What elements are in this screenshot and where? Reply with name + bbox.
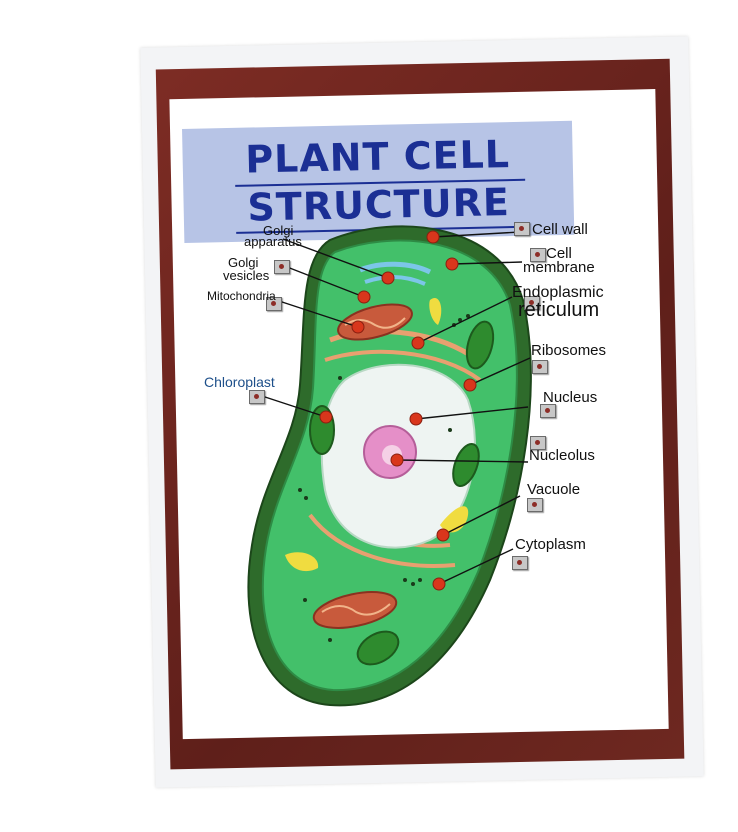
switch-nucleolus[interactable] — [530, 436, 546, 450]
pins — [319, 230, 477, 591]
label-cell-wall: Cell wall — [532, 221, 588, 238]
pin-golgi-vesicles — [357, 290, 371, 304]
label-golgi-vesicles-line2: vesicles — [223, 268, 270, 283]
label-cell-membrane-line1: Cell — [546, 245, 572, 262]
label-er-line2: reticulum — [518, 299, 600, 321]
label-golgi-vesicles-line1: Golgi — [228, 255, 259, 270]
ribosome-dots — [298, 314, 470, 642]
label-nucleus: Nucleus — [543, 389, 598, 406]
pointer-lines — [261, 231, 531, 585]
label-nucleolus: Nucleolus — [529, 447, 595, 464]
pin-mitochondria — [351, 320, 365, 334]
pin-golgi-apparatus — [381, 271, 395, 285]
pin-vacuole — [436, 528, 450, 542]
pin-chloroplast — [319, 410, 333, 424]
label-golgi-apparatus-line1: Golgi — [263, 223, 294, 238]
pin-cytoplasm — [432, 577, 446, 591]
switch-nucleus[interactable] — [540, 404, 556, 418]
switch-mitochondria[interactable] — [266, 297, 282, 311]
label-mitochondria: Mitochondria — [207, 289, 276, 303]
label-cell-membrane-line2: membrane — [523, 259, 595, 276]
pin-cell-membrane — [445, 257, 459, 271]
golgi-apparatus — [359, 261, 432, 275]
switch-cytoplasm[interactable] — [512, 556, 528, 570]
label-vacuole: Vacuole — [527, 481, 581, 498]
pin-ribosomes — [463, 378, 477, 392]
switch-cell-wall[interactable] — [514, 222, 530, 236]
pin-cell-wall — [426, 230, 440, 244]
switch-golgi-vesicles[interactable] — [274, 260, 290, 274]
switch-cell-membrane[interactable] — [530, 248, 546, 262]
switch-endoplasmic-reticulum[interactable] — [524, 296, 540, 310]
label-chloroplast: Chloroplast — [204, 374, 275, 390]
switch-vacuole[interactable] — [527, 498, 543, 512]
label-golgi-apparatus-line2: apparatus — [244, 234, 302, 249]
label-cytoplasm: Cytoplasm — [515, 536, 586, 553]
pin-nucleus — [409, 412, 423, 426]
switch-ribosomes[interactable] — [532, 360, 548, 374]
pin-nucleolus — [390, 453, 404, 467]
switch-chloroplast[interactable] — [249, 390, 265, 404]
label-ribosomes: Ribosomes — [531, 342, 607, 359]
pin-endoplasmic-reticulum — [411, 336, 425, 350]
label-er-line1: Endoplasmic — [512, 284, 604, 301]
